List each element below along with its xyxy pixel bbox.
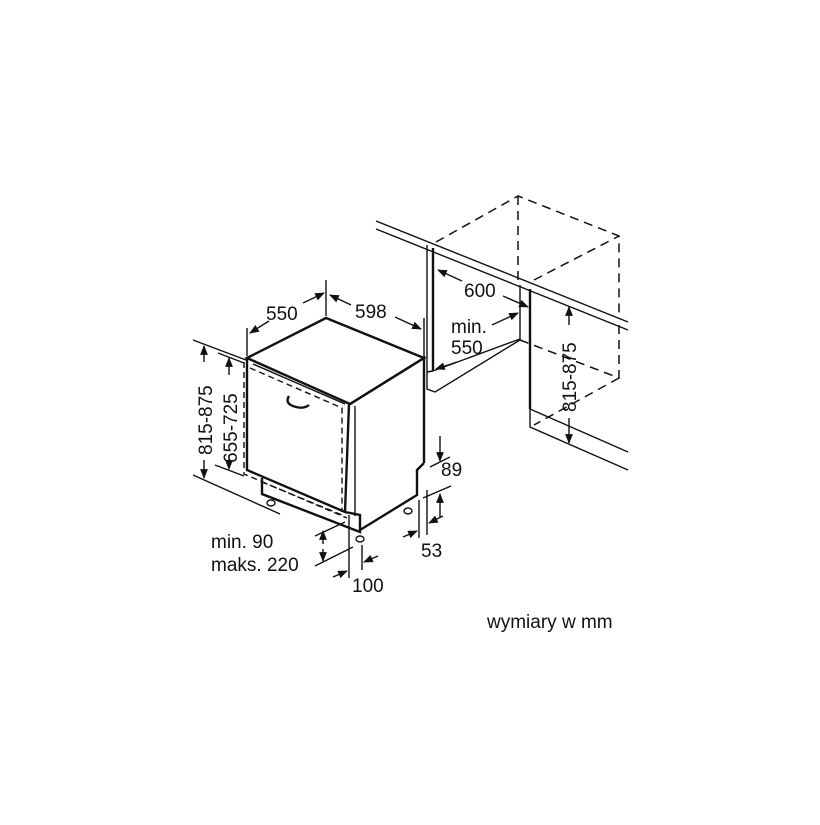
- dishwasher-body: [243, 316, 427, 534]
- worktop-edge: [375, 220, 629, 331]
- rear-foot-label: 53: [421, 541, 442, 562]
- unit-note: wymiary w mm: [486, 612, 613, 633]
- niche-height-label: 815-875: [560, 342, 581, 412]
- plinth-depth-dimension: [332, 515, 379, 579]
- niche-depth-dimension: [435, 312, 519, 370]
- plinth-height-dimension: [314, 521, 354, 567]
- plinth-depth-label: 100: [352, 576, 384, 597]
- door-height-label: 655-725: [221, 393, 242, 463]
- rear-step-label: 89: [441, 460, 462, 481]
- plinth-height-label-line1: min. 90: [211, 532, 273, 553]
- door-handle-icon: [286, 395, 310, 409]
- plinth-height-label-line2: maks. 220: [211, 555, 299, 576]
- appliance-depth-dimension: [249, 292, 325, 334]
- appliance-height-label: 815-875: [196, 385, 217, 455]
- niche-width-label: 600: [464, 281, 496, 302]
- niche-cabinet-outline: [435, 195, 620, 426]
- niche-depth-label-line2: 550: [451, 338, 483, 359]
- rear-foot-dimension: [402, 490, 444, 539]
- appliance-depth-label: 550: [266, 304, 298, 325]
- niche-right-panel: [519, 285, 629, 471]
- dishwasher-feet: [266, 499, 413, 543]
- extension-line: [214, 464, 245, 477]
- appliance-width-dimension: [329, 294, 422, 330]
- niche-depth-label-line1: min.: [451, 317, 487, 338]
- appliance-width-label: 598: [355, 302, 387, 323]
- extension-line: [192, 339, 247, 361]
- niche-width-dimension: [437, 269, 529, 308]
- extension-line: [192, 474, 281, 515]
